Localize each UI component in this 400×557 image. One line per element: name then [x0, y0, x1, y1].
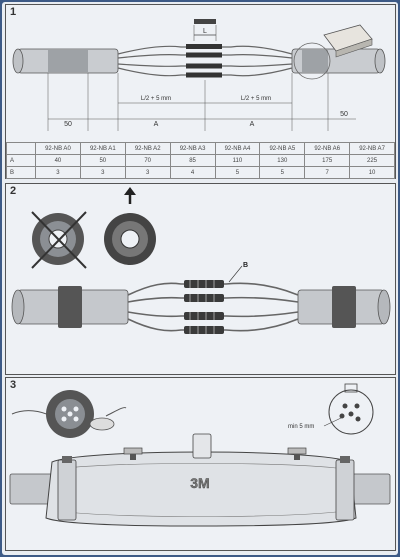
- cable-loop-right: [105, 407, 127, 417]
- port-neck-left: [130, 454, 136, 460]
- correct-tape-roll-core: [120, 229, 140, 249]
- table-column-header: 92-NB A6: [304, 142, 351, 155]
- label-b: B: [243, 262, 248, 269]
- connector-sample: [194, 19, 216, 24]
- cleaning-pad-side: [335, 38, 373, 58]
- step-3-panel: 3 min 5 mm: [5, 377, 396, 551]
- closure-seam-bottom: [65, 511, 337, 517]
- table-cell: 10: [349, 166, 395, 179]
- step-2-panel: 2 B: [5, 183, 396, 375]
- cutting-tool-icon: [89, 417, 115, 431]
- dimension-a-left-label: A: [154, 121, 159, 128]
- table-header-row: 92-NB A0 92-NB A1 92-NB A2 92-NB A3 92-N…: [6, 142, 395, 155]
- table-cell: 50: [79, 154, 126, 167]
- table-column-header: 92-NB A3: [169, 142, 216, 155]
- sealing-tape-diagram: B: [11, 187, 391, 334]
- table-column-header: 92-NB A7: [349, 142, 395, 155]
- tape-wrap-hatching: [189, 280, 215, 334]
- taped-connectors: [184, 280, 224, 334]
- table-cell: 130: [259, 154, 306, 167]
- port-cap-right: [287, 447, 307, 455]
- right-clamp: [335, 459, 355, 521]
- dimension-half-right-label: L/2 + 5 mm: [241, 96, 271, 102]
- brand-logo: 3M: [190, 475, 209, 491]
- end-cap-holes: [61, 406, 79, 422]
- step-2-number: 2: [10, 185, 17, 197]
- table-cell: 4: [169, 166, 216, 179]
- table-cell: 70: [124, 154, 171, 167]
- table-cell: 3: [124, 166, 171, 179]
- left-cable-tape: [48, 50, 88, 72]
- end-cap-detail-icon: [328, 389, 374, 435]
- table-cell: 225: [349, 154, 395, 167]
- table-cell: 5: [259, 166, 306, 179]
- right-cable-end: [374, 48, 386, 74]
- left-sealing-tape-wrap: [58, 286, 82, 328]
- table-cell: 5: [214, 166, 261, 179]
- table-column-header: 92-NB A5: [259, 142, 306, 155]
- table-row: B 3 3 3 4 5 5 7 10: [6, 166, 395, 179]
- step-1-panel: 1: [5, 4, 396, 179]
- table-column-header: 92-NB A1: [79, 142, 126, 155]
- left-cable-end: [11, 289, 25, 325]
- table-cell: 3: [79, 166, 126, 179]
- table-corner-cell: [6, 142, 36, 155]
- right-sealing-tape-wrap: [332, 286, 356, 328]
- pull-arrow-icon: [124, 187, 136, 195]
- table-cell: 110: [214, 154, 261, 167]
- conductor-wires: [127, 282, 299, 332]
- right-cable-tape: [302, 50, 328, 72]
- dimension-50-right-label: 50: [340, 111, 348, 118]
- left-clamp-screw: [62, 456, 72, 463]
- conductor-wires: [117, 45, 293, 77]
- closure-seam-top: [65, 463, 337, 469]
- cable-splice-dimension-diagram: L L/2 + 5 mm L/2 + 5 mm A A: [12, 19, 386, 131]
- dimension-half-left-label: L/2 + 5 mm: [141, 96, 171, 102]
- table-cell: 40: [35, 154, 81, 167]
- table-row: A 40 50 70 85 110 130 175 225: [6, 154, 395, 167]
- cable-loop-left: [11, 410, 52, 417]
- port-cap-left: [123, 447, 143, 455]
- dimension-l-label: L: [203, 28, 207, 35]
- cleaning-motion-circle: [293, 42, 331, 80]
- closure-assembly-diagram: min 5 mm 3M: [9, 383, 391, 527]
- crimp-connectors: [186, 44, 222, 78]
- end-cap-detail-holes: [339, 403, 361, 422]
- end-cap-tab: [344, 383, 358, 393]
- table-cell: 175: [304, 154, 351, 167]
- table-column-header: 92-NB A0: [35, 142, 81, 155]
- label-b-leader: [228, 265, 243, 283]
- table-cell: 7: [304, 166, 351, 179]
- table-cell: 85: [169, 154, 216, 167]
- left-clamp: [57, 459, 77, 521]
- table-column-header: 92-NB A2: [124, 142, 171, 155]
- dimension-a-right-label: A: [250, 121, 255, 128]
- size-specification-table: 92-NB A0 92-NB A1 92-NB A2 92-NB A3 92-N…: [6, 142, 395, 179]
- table-row-label: A: [6, 154, 36, 167]
- filling-funnel: [192, 433, 212, 459]
- step-3-number: 3: [10, 379, 17, 391]
- port-neck-right: [294, 454, 300, 460]
- min-gap-label: min 5 mm: [288, 424, 314, 430]
- left-cable-end: [12, 48, 24, 74]
- cross-out-line-2: [31, 211, 87, 269]
- step-1-number: 1: [10, 6, 17, 18]
- table-cell: 3: [35, 166, 81, 179]
- table-column-header: 92-NB A4: [214, 142, 261, 155]
- reference-lines: [47, 73, 329, 131]
- dimension-50-left-label: 50: [64, 121, 72, 128]
- min-gap-leader: [323, 417, 342, 427]
- right-clamp-screw: [340, 456, 350, 463]
- table-row-label: B: [6, 166, 36, 179]
- right-cable-end: [377, 289, 391, 325]
